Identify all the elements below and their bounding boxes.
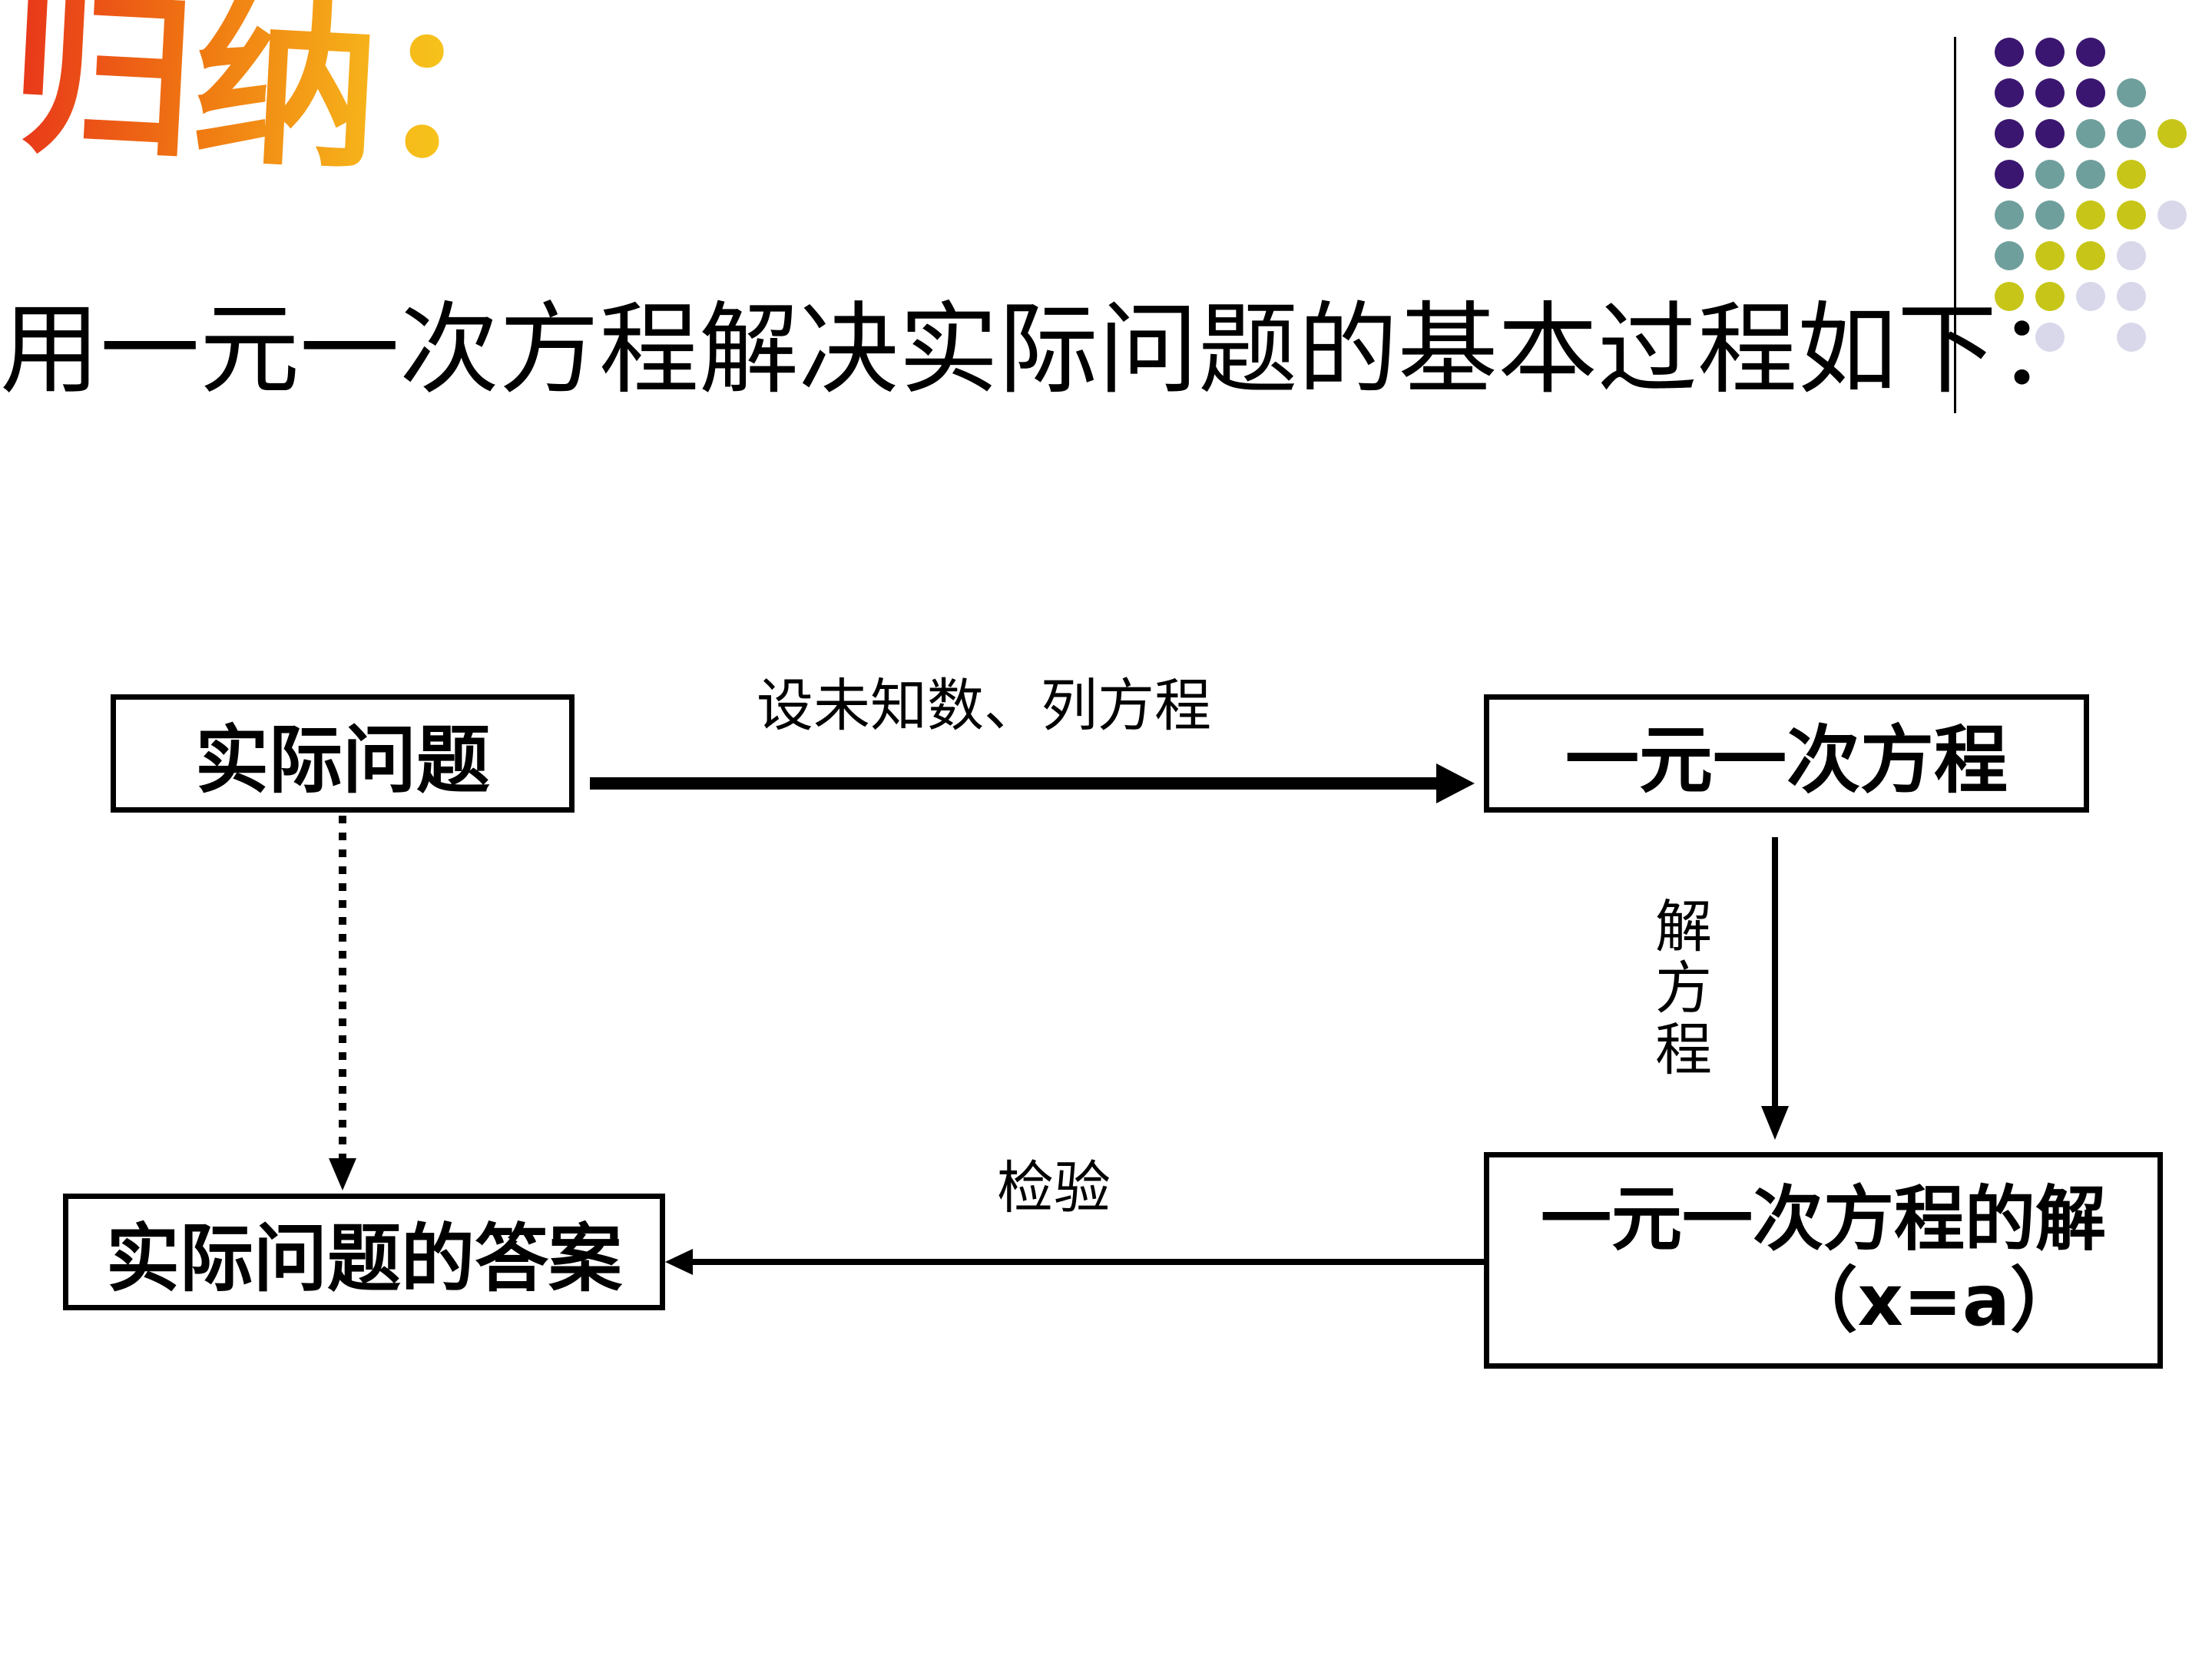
decorative-dot: [2117, 160, 2146, 189]
box-solution-value: （x=a）: [1786, 1260, 2081, 1342]
arrow-setup-head: [1436, 763, 1475, 803]
box-equation-solution-label: 一元一次方程的解: [1540, 1178, 2106, 1261]
decorative-dot: [2076, 200, 2105, 230]
decorative-dot: [2157, 119, 2187, 148]
decorative-dot: [2076, 38, 2105, 67]
box-problem-answer-label: 实际问题的答案: [106, 1215, 622, 1302]
arrow-label-check: 检验: [997, 1155, 1111, 1221]
box-problem-answer: 实际问题的答案: [63, 1194, 665, 1310]
decorative-dot: [2076, 119, 2105, 148]
decorative-dot: [1995, 200, 2024, 230]
decorative-dot: [2035, 241, 2065, 270]
box-linear-equation: 一元一次方程: [1484, 694, 2089, 813]
divider-line: [1954, 37, 1956, 413]
decorative-dot: [2117, 323, 2146, 352]
decorative-dot: [2076, 160, 2105, 189]
box-linear-equation-label: 一元一次方程: [1565, 717, 2008, 803]
decorative-dot: [2035, 200, 2065, 230]
decorative-dot: [1995, 38, 2024, 67]
decorative-dot: [2076, 282, 2105, 311]
decorative-dot: [2035, 78, 2065, 108]
decorative-dot: [1995, 282, 2024, 311]
decorative-dot: [1995, 160, 2024, 189]
arrow-check-head: [665, 1249, 693, 1275]
decorative-dot: [2076, 78, 2105, 108]
decorative-dot: [2035, 282, 2065, 311]
decorative-dot: [2035, 323, 2065, 352]
decorative-dot: [2035, 160, 2065, 189]
arrow-label-solve: 解方程: [1655, 894, 1712, 1083]
decorative-dot: [2117, 241, 2146, 270]
decorative-dot: [1995, 241, 2024, 270]
arrow-label-setup: 设未知数、列方程: [757, 673, 1211, 739]
arrow-solve-head: [1761, 1106, 1789, 1140]
decorative-dot: [2117, 200, 2146, 230]
decorative-dot: [2076, 241, 2105, 270]
decorative-dot: [2035, 38, 2065, 67]
decorative-dot: [2117, 119, 2146, 148]
decorative-dot-grid: [1995, 38, 2187, 352]
page-subtitle: 用一元一次方程解决实际问题的基本过程如下：: [0, 291, 2098, 408]
decorative-dot: [2117, 282, 2146, 311]
box-actual-problem-label: 实际问题: [195, 717, 490, 803]
decorative-dot: [1995, 78, 2024, 108]
decorative-dot: [1995, 119, 2024, 148]
decorative-dot: [2157, 200, 2187, 230]
arrow-implied-head: [329, 1158, 356, 1190]
decorative-dot: [2035, 119, 2065, 148]
decorative-dot: [2117, 78, 2146, 108]
box-equation-solution: 一元一次方程的解 （x=a）: [1484, 1152, 2163, 1369]
box-actual-problem: 实际问题: [111, 694, 575, 813]
